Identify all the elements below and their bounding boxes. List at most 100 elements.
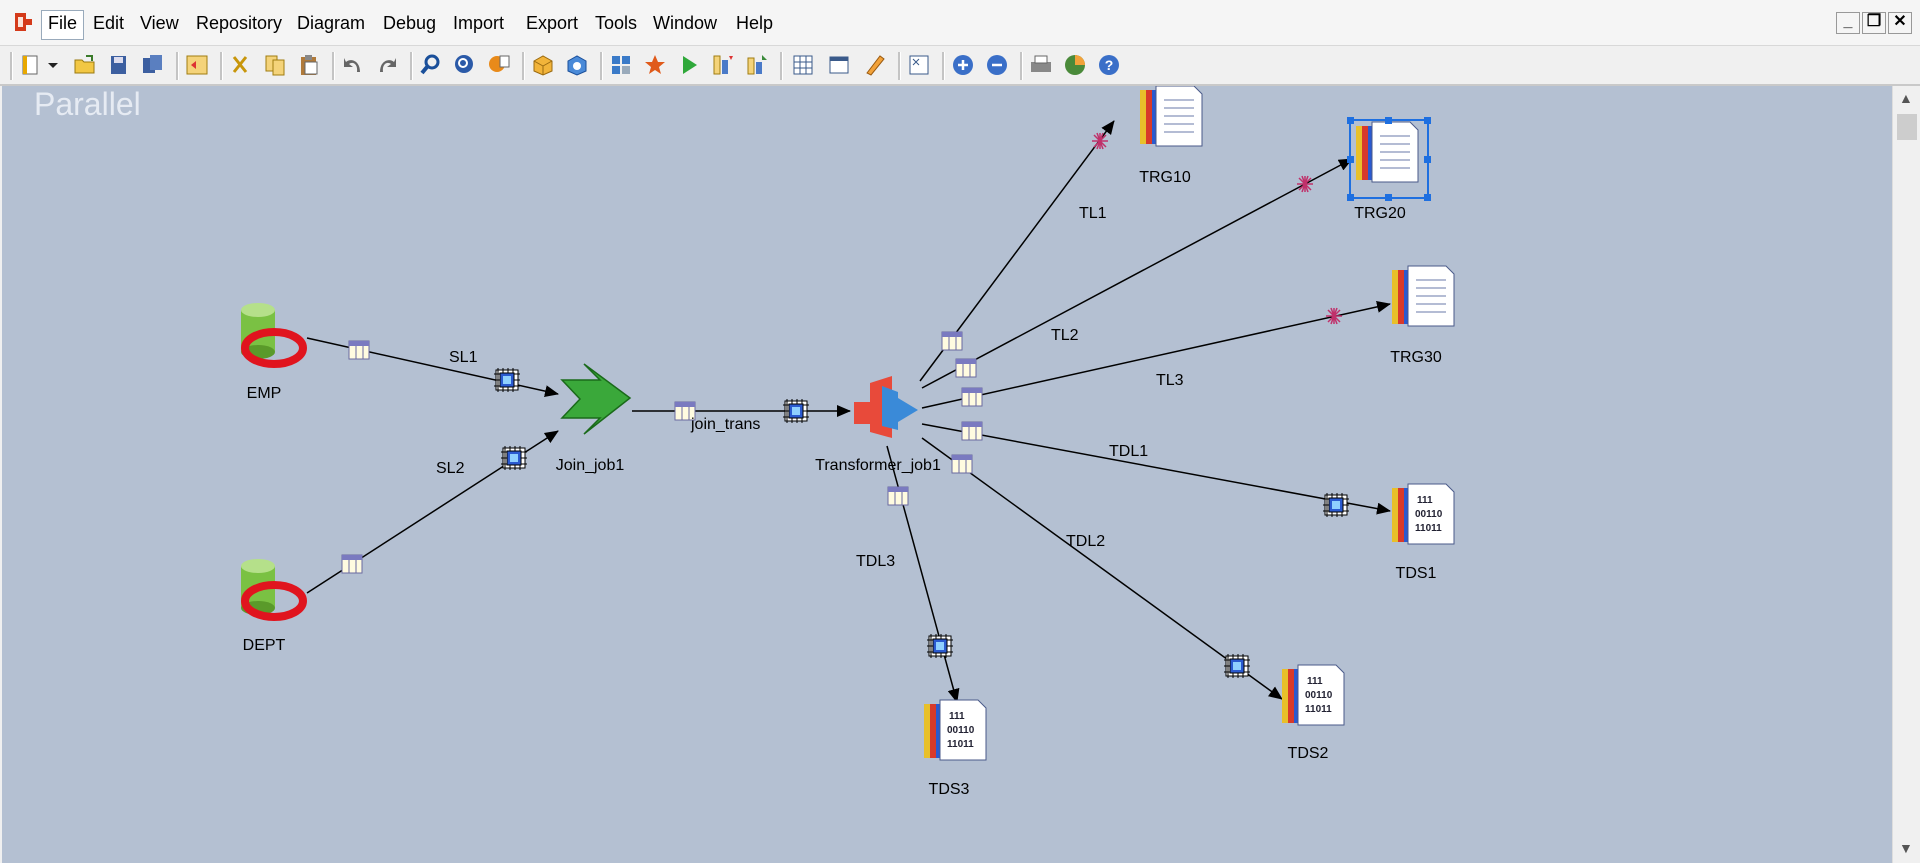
stage-label-transformer: Transformer_job1 — [815, 457, 941, 474]
link-metadata-icon[interactable] — [961, 387, 983, 407]
restore-button[interactable]: ❐ — [1862, 12, 1886, 34]
menu-export[interactable]: Export — [526, 13, 579, 33]
save-icon[interactable] — [106, 52, 132, 78]
menu-window[interactable]: Window — [653, 13, 718, 33]
print-icon[interactable] — [1028, 52, 1054, 78]
partition-icon[interactable] — [782, 398, 810, 424]
menu-help[interactable]: Help — [736, 13, 774, 33]
new-dropdown-icon[interactable] — [46, 52, 60, 78]
link-metadata-icon[interactable] — [951, 454, 973, 474]
stage-tds3[interactable]: 111 00110 11011 TDS3 — [924, 699, 987, 798]
palette-icon[interactable] — [906, 52, 932, 78]
link-label-tdl1: TDL1 — [1109, 443, 1148, 460]
job-design-canvas[interactable]: Parallel — [2, 86, 1892, 863]
link-metadata-icon[interactable] — [341, 554, 363, 574]
toolbar-separator — [780, 52, 783, 80]
scroll-up-icon[interactable]: ▲ — [1899, 90, 1913, 106]
save-all-icon[interactable] — [140, 52, 166, 78]
paste-icon[interactable] — [296, 52, 322, 78]
link-tdl1[interactable] — [921, 423, 1391, 515]
file-bits-line: 00110 — [1305, 690, 1333, 701]
debug-star-icon[interactable] — [642, 52, 668, 78]
scroll-down-icon[interactable]: ▼ — [1899, 840, 1913, 856]
chart-icon[interactable] — [1062, 52, 1088, 78]
director-icon[interactable] — [710, 52, 736, 78]
link-grid-icon[interactable] — [608, 52, 634, 78]
find-icon[interactable] — [418, 52, 444, 78]
zoom-out-icon[interactable] — [984, 52, 1010, 78]
metadata-icon[interactable] — [564, 52, 590, 78]
stage-label-tds2: TDS2 — [1288, 745, 1329, 762]
link-tdl3[interactable] — [886, 445, 960, 703]
link-metadata-icon[interactable] — [955, 358, 977, 378]
stage-join[interactable]: Join_job1 — [556, 363, 632, 474]
partition-icon[interactable] — [1223, 653, 1251, 679]
menu-edit[interactable]: Edit — [93, 13, 125, 33]
link-metadata-icon[interactable] — [348, 340, 370, 360]
stage-trg20[interactable]: TRG20 — [1347, 117, 1431, 222]
stage-label-trg10: TRG10 — [1139, 169, 1191, 186]
stage-transformer[interactable]: Transformer_job1 — [815, 376, 941, 474]
undo-icon[interactable] — [340, 52, 366, 78]
oracle-db-icon — [241, 303, 307, 368]
stage-trg30[interactable]: TRG30 — [1390, 265, 1455, 366]
link-tdl2[interactable] — [921, 437, 1283, 700]
stage-emp[interactable]: EMP — [241, 303, 307, 402]
stage-tds1[interactable]: 111 00110 11011 TDS1 — [1392, 483, 1455, 582]
collector-icon[interactable] — [1325, 307, 1343, 325]
link-tl3[interactable] — [921, 300, 1391, 409]
vertical-scrollbar[interactable]: ▲ ▼ — [1892, 86, 1920, 863]
dataset-file-icon: 111 00110 11011 — [1392, 483, 1455, 545]
menu-view[interactable]: View — [140, 13, 179, 33]
partition-icon[interactable] — [493, 367, 521, 393]
new-icon[interactable] — [18, 52, 44, 78]
menu-file[interactable]: File — [41, 10, 85, 40]
help-icon[interactable]: ? — [1096, 52, 1122, 78]
menu-diagram[interactable]: Diagram — [297, 13, 366, 33]
link-metadata-icon[interactable] — [941, 331, 963, 351]
menu-repository[interactable]: Repository — [196, 13, 283, 33]
menu-tools[interactable]: Tools — [595, 13, 638, 33]
toolbar: ? — [0, 46, 1920, 86]
collector-icon[interactable] — [1091, 132, 1109, 150]
link-sl1[interactable] — [306, 337, 559, 398]
close-button[interactable]: ✕ — [1888, 12, 1912, 34]
compile-icon[interactable] — [486, 52, 512, 78]
toolbar-separator — [332, 52, 335, 80]
dataset-file-icon: 111 00110 11011 — [1282, 664, 1345, 726]
toolbar-separator — [942, 52, 945, 80]
partition-icon[interactable] — [1322, 492, 1350, 518]
partition-icon[interactable] — [500, 445, 528, 471]
cut-icon[interactable] — [228, 52, 254, 78]
release-icon[interactable] — [744, 52, 770, 78]
menu-import[interactable]: Import — [453, 13, 505, 33]
scroll-thumb[interactable] — [1897, 114, 1917, 140]
collector-icon[interactable] — [1296, 175, 1314, 193]
snap-to-grid-icon[interactable] — [862, 52, 888, 78]
partition-icon[interactable] — [926, 633, 954, 659]
job-properties-icon[interactable] — [184, 52, 210, 78]
annotation-icon[interactable] — [826, 52, 852, 78]
stage-tds2[interactable]: 111 00110 11011 TDS2 — [1282, 664, 1345, 762]
zoom-in-icon[interactable] — [950, 52, 976, 78]
copy-icon[interactable] — [262, 52, 288, 78]
run-icon[interactable] — [676, 52, 702, 78]
stage-dept[interactable]: DEPT — [241, 559, 307, 654]
redo-icon[interactable] — [374, 52, 400, 78]
menu-debug[interactable]: Debug — [383, 13, 437, 33]
links-layer — [306, 120, 1391, 703]
minimize-button[interactable]: _ — [1836, 12, 1860, 34]
canvas-watermark: Parallel — [34, 86, 141, 122]
file-bits-line: 111 — [1307, 676, 1323, 687]
table-definitions-icon[interactable] — [530, 52, 556, 78]
open-icon[interactable] — [72, 52, 98, 78]
link-label-tl3: TL3 — [1156, 372, 1184, 389]
stage-trg10[interactable]: TRG10 — [1139, 86, 1203, 186]
link-tl2[interactable] — [921, 158, 1353, 389]
app-logo-icon — [15, 13, 32, 31]
link-metadata-icon[interactable] — [887, 486, 909, 506]
grid-icon[interactable] — [790, 52, 816, 78]
link-metadata-icon[interactable] — [961, 421, 983, 441]
stage-label-trg30: TRG30 — [1390, 349, 1442, 366]
zoom-icon[interactable] — [452, 52, 478, 78]
